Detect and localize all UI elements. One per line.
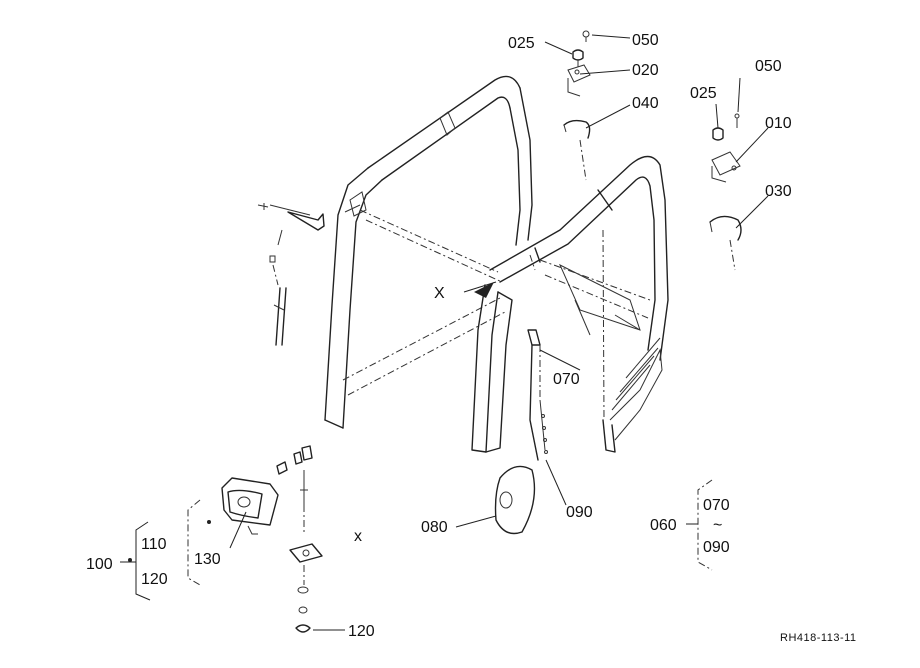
label-020: 020 <box>632 62 659 79</box>
label-120-group: 120 <box>141 571 168 588</box>
cab-frame <box>324 75 669 453</box>
lamp-bullet <box>207 520 211 524</box>
linkage-assembly <box>257 203 325 346</box>
top-bracket-parts <box>563 30 591 181</box>
label-070: 070 <box>553 371 580 388</box>
label-050-right: 050 <box>755 58 782 75</box>
label-010: 010 <box>765 115 792 132</box>
mirror-assembly <box>494 329 548 535</box>
label-060: 060 <box>650 517 677 534</box>
label-025-top: 025 <box>508 35 535 52</box>
label-040: 040 <box>632 95 659 112</box>
label-090: 090 <box>566 504 593 521</box>
work-lamp-assembly <box>128 445 323 633</box>
label-050-top: 050 <box>632 32 659 49</box>
label-100: 100 <box>86 556 113 573</box>
label-080: 080 <box>421 519 448 536</box>
label-110: 110 <box>141 536 167 553</box>
label-120-bottom: 120 <box>348 623 375 640</box>
leader-lines <box>120 34 769 631</box>
label-x-marker: X <box>434 285 445 302</box>
label-060-to: 090 <box>703 539 730 556</box>
drawing-id: RH418-113-11 <box>780 632 857 644</box>
arrow-icon <box>474 282 494 298</box>
label-030: 030 <box>765 183 792 200</box>
label-060-tilde: ~ <box>713 517 722 534</box>
label-025-right: 025 <box>690 85 717 102</box>
right-bracket-parts <box>709 113 742 271</box>
label-060-from: 070 <box>703 497 730 514</box>
label-130: 130 <box>194 551 221 568</box>
group-bullet <box>128 558 132 562</box>
label-x-small: x <box>354 528 362 545</box>
